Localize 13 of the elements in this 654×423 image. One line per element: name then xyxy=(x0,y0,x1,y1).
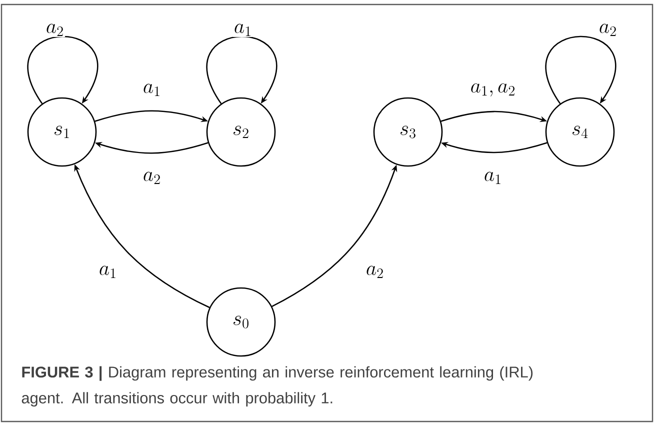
edge-label: $a_1$ xyxy=(232,23,254,37)
loop-arrow xyxy=(545,36,616,104)
edge-label: $a_1$ xyxy=(98,265,118,279)
edge-label: $a_2$ xyxy=(44,23,66,37)
edge-label: $a_2$ xyxy=(142,171,162,185)
edge-label: $a_1$ xyxy=(482,171,504,185)
caption: FIGURE 3 | Diagram representing an inverse reinforcement learning (IRL) agent. All transitions occur with probability 1. xyxy=(22,366,533,406)
loop-arrow xyxy=(206,36,278,104)
edge-label: $a_2$ xyxy=(364,265,386,279)
loop-arrow xyxy=(27,36,98,104)
edge-label: $a_1, a_2$ xyxy=(469,82,517,98)
edge-label: $a_2$ xyxy=(598,23,618,37)
edge-label: $a_1$ xyxy=(142,83,162,97)
